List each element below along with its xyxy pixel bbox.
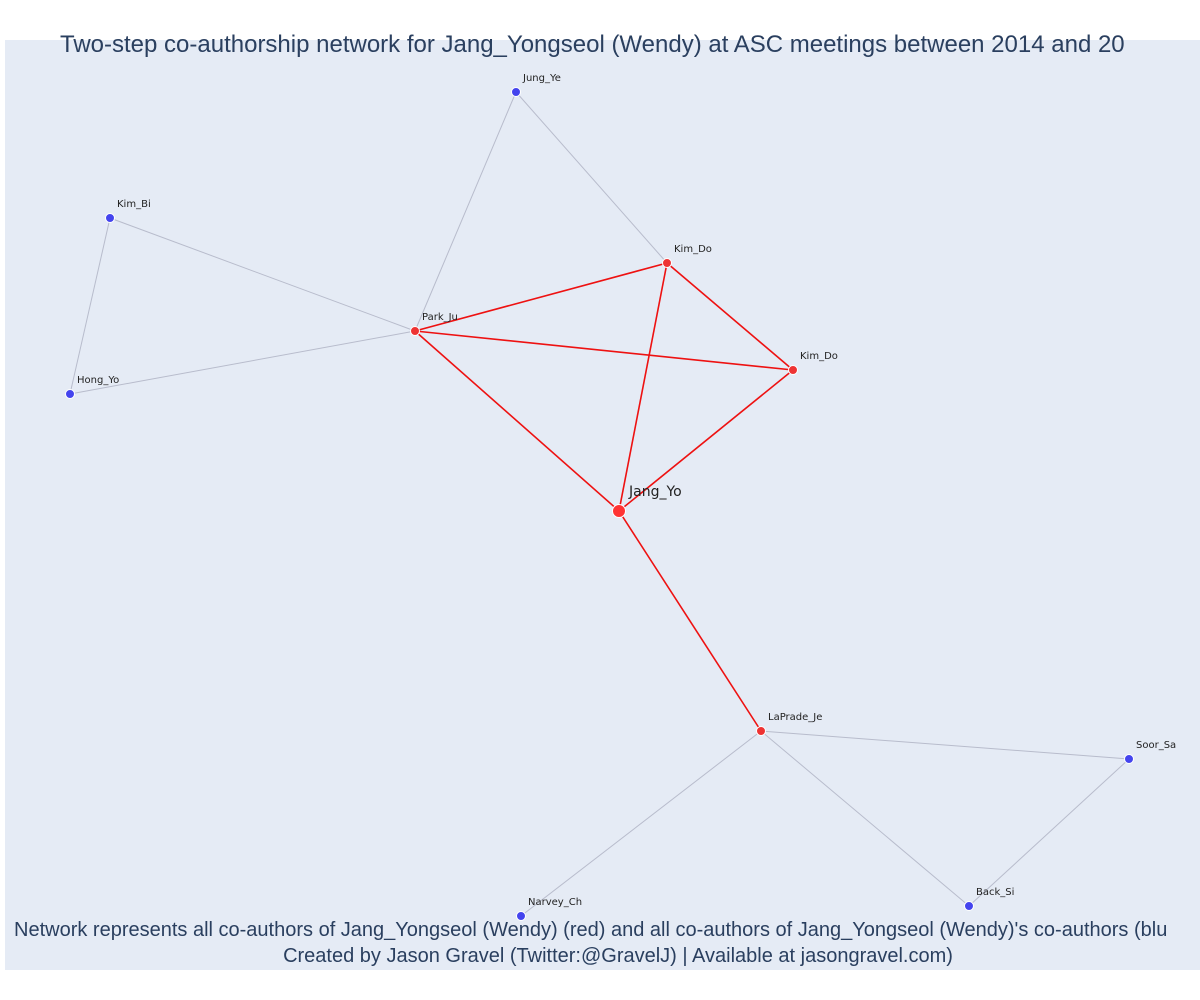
node-label-soor_sa: Soor_Sa bbox=[1136, 740, 1176, 751]
edge-kim_bi-park_ju bbox=[109, 217, 416, 332]
edge-kim_bi-hong_yo bbox=[69, 217, 111, 395]
node-soor_sa[interactable] bbox=[1124, 754, 1134, 764]
footer-description: Network represents all co-authors of Jan… bbox=[14, 919, 1168, 941]
node-jung_ye[interactable] bbox=[511, 87, 521, 97]
node-label-kim_do_1: Kim_Do bbox=[674, 244, 712, 255]
footer-credit: Created by Jason Gravel (Twitter:@Gravel… bbox=[283, 945, 953, 967]
edge-laprade_je-back_si bbox=[760, 730, 970, 907]
edge-jung_ye-park_ju bbox=[414, 91, 517, 332]
node-label-jang_yo: Jang_Yo bbox=[628, 484, 682, 500]
node-label-hong_yo: Hong_Yo bbox=[77, 375, 119, 386]
edge-jang_yo-kim_do_1 bbox=[618, 262, 668, 512]
node-hong_yo[interactable] bbox=[65, 389, 75, 399]
node-label-back_si: Back_Si bbox=[976, 887, 1014, 898]
node-kim_do_2[interactable] bbox=[788, 365, 798, 375]
edge-soor_sa-back_si bbox=[968, 758, 1130, 907]
node-kim_bi[interactable] bbox=[105, 213, 115, 223]
edge-jang_yo-kim_do_2 bbox=[618, 369, 794, 512]
node-back_si[interactable] bbox=[964, 901, 974, 911]
edge-park_ju-kim_do_1 bbox=[414, 262, 668, 332]
edge-jung_ye-kim_do_1 bbox=[515, 91, 668, 264]
node-label-kim_bi: Kim_Bi bbox=[117, 199, 151, 210]
edge-laprade_je-soor_sa bbox=[760, 730, 1130, 760]
node-label-jung_ye: Jung_Ye bbox=[522, 73, 561, 84]
node-label-laprade_je: LaPrade_Je bbox=[768, 712, 822, 723]
nodes-layer bbox=[65, 87, 1134, 921]
node-park_ju[interactable] bbox=[410, 326, 420, 336]
plot-area bbox=[5, 40, 1200, 970]
node-jang_yo[interactable] bbox=[612, 504, 626, 518]
edge-jang_yo-laprade_je bbox=[618, 510, 762, 732]
labels-layer: Jang_YoPark_JuKim_DoKim_DoLaPrade_JeJung… bbox=[77, 73, 1176, 908]
node-laprade_je[interactable] bbox=[756, 726, 766, 736]
node-label-park_ju: Park_Ju bbox=[422, 312, 458, 323]
edges-layer bbox=[69, 91, 1130, 917]
node-narvey_ch[interactable] bbox=[516, 911, 526, 921]
node-label-narvey_ch: Narvey_Ch bbox=[528, 897, 582, 908]
edge-kim_do_1-kim_do_2 bbox=[666, 262, 794, 371]
edge-hong_yo-park_ju bbox=[69, 330, 416, 395]
node-kim_do_1[interactable] bbox=[662, 258, 672, 268]
chart-title: Two-step co-authorship network for Jang_… bbox=[60, 31, 1125, 58]
node-label-kim_do_2: Kim_Do bbox=[800, 351, 838, 362]
edge-park_ju-kim_do_2 bbox=[414, 330, 794, 371]
edge-jang_yo-park_ju bbox=[414, 330, 620, 512]
edge-laprade_je-narvey_ch bbox=[520, 730, 762, 917]
